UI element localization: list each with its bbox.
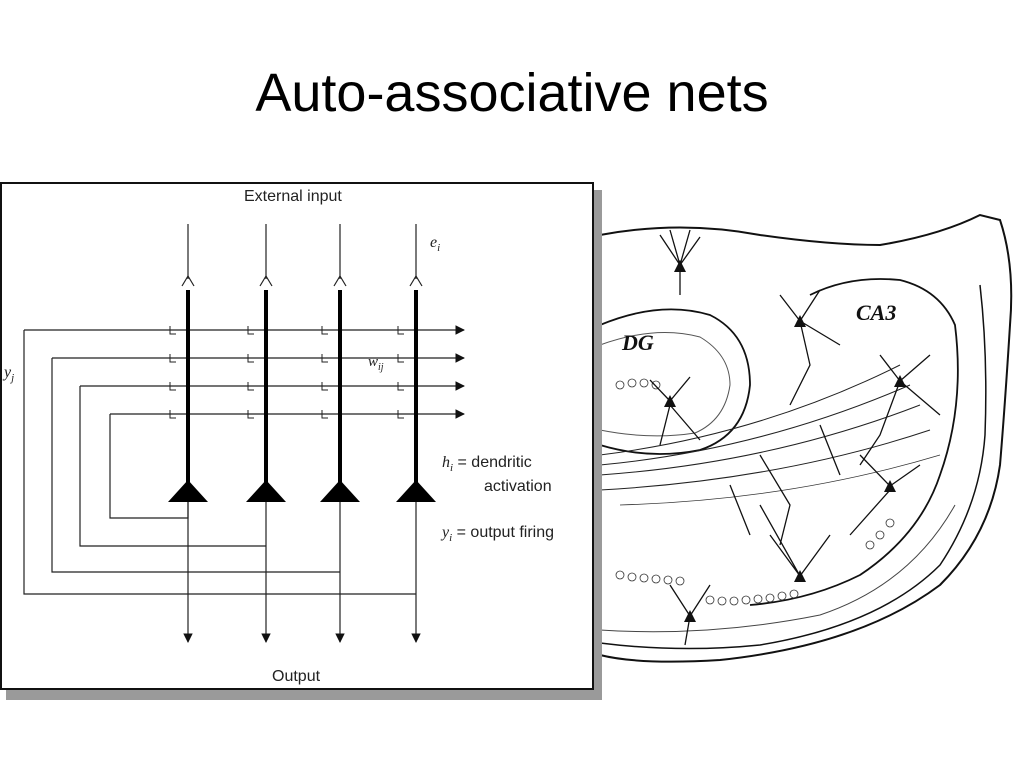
output-label: Output <box>272 668 321 685</box>
network-diagram-svg <box>23 224 465 643</box>
w-ij-label: wij <box>368 354 384 373</box>
network-diagram-panel: External input Output ei yj wij hi = den… <box>0 182 594 690</box>
slide-title: Auto-associative nets <box>255 63 769 123</box>
e-label: ei <box>430 234 441 255</box>
y-definition: yi = output firing <box>442 524 555 545</box>
external-input-label: External input <box>244 188 342 205</box>
hippocampus-illustration <box>599 213 1013 663</box>
ca3-label: CA3 <box>856 300 897 325</box>
dg-label: DG <box>622 330 654 355</box>
h-definition: hi = dendritic <box>442 454 532 475</box>
h-definition-line2: activation <box>484 478 552 495</box>
y-j-label: yj <box>4 364 15 385</box>
